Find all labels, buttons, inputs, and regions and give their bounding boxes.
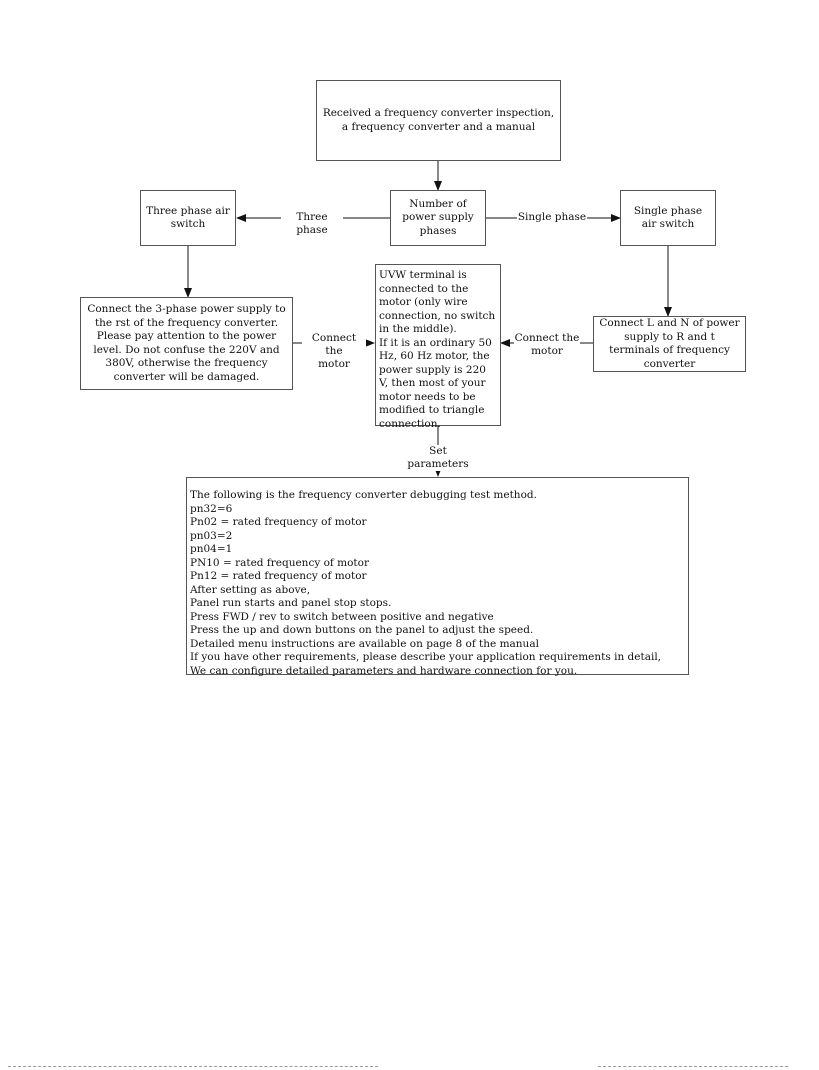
param-line-12: If you have other requirements, please d… (190, 651, 662, 663)
param-line-13: We can configure detailed parameters and… (190, 664, 578, 677)
param-line-11: Detailed menu instructions are available… (190, 637, 539, 650)
edge-label-set-parameters: Set parameters (398, 445, 478, 471)
node-three-phase-air-switch: Three phase air switch (140, 190, 236, 246)
footer-rule-left (8, 1066, 378, 1068)
node-power-phases: Number of power supply phases (390, 190, 486, 246)
param-line-4: pn04=1 (190, 543, 233, 555)
footer-rule-right (598, 1066, 788, 1068)
param-line-6: Pn12 = rated frequency of motor (190, 570, 367, 582)
node-connect-three-phase-text: Connect the 3-phase power supply to the … (87, 303, 286, 383)
node-uvw-terminal-text: UVW terminal is connected to the motor (… (379, 269, 496, 430)
node-connect-single-phase-text: Connect L and N of power supply to R and… (599, 317, 740, 370)
param-line-0: The following is the frequency converter… (190, 489, 537, 501)
node-uvw-terminal: UVW terminal is connected to the motor (… (375, 264, 501, 430)
param-line-2: Pn02 = rated frequency of motor (190, 516, 367, 528)
node-power-phases-text: Number of power supply phases (402, 197, 474, 237)
param-line-3: pn03=2 (190, 529, 233, 542)
node-connect-three-phase: Connect the 3-phase power supply to the … (80, 297, 293, 390)
node-single-phase-air-switch-text: Single phase air switch (633, 204, 703, 231)
param-line-7: After setting as above, (190, 583, 311, 596)
param-line-1: pn32=6 (190, 502, 233, 515)
param-line-10: Press the up and down buttons on the pan… (190, 624, 534, 636)
edge-label-connect-motor-right: Connect the motor (514, 332, 580, 358)
node-three-phase-air-switch-text: Three phase air switch (146, 204, 230, 231)
node-connect-single-phase: Connect L and N of power supply to R and… (593, 316, 746, 372)
param-line-9: Press FWD / rev to switch between positi… (190, 610, 494, 623)
edge-label-three-phase: Three phase (281, 211, 343, 237)
edge-label-single-phase: Single phase (517, 211, 587, 224)
node-parameter-settings: The following is the frequency converter… (186, 477, 689, 677)
param-line-5: PN10 = rated frequency of motor (190, 556, 369, 569)
param-line-8: Panel run starts and panel stop stops. (190, 597, 392, 609)
edge-label-connect-motor-left: Connect the motor (302, 332, 366, 371)
node-start: Received a frequency converter inspectio… (316, 80, 561, 161)
node-single-phase-air-switch: Single phase air switch (620, 190, 716, 246)
node-start-text: Received a frequency converter inspectio… (322, 107, 555, 133)
